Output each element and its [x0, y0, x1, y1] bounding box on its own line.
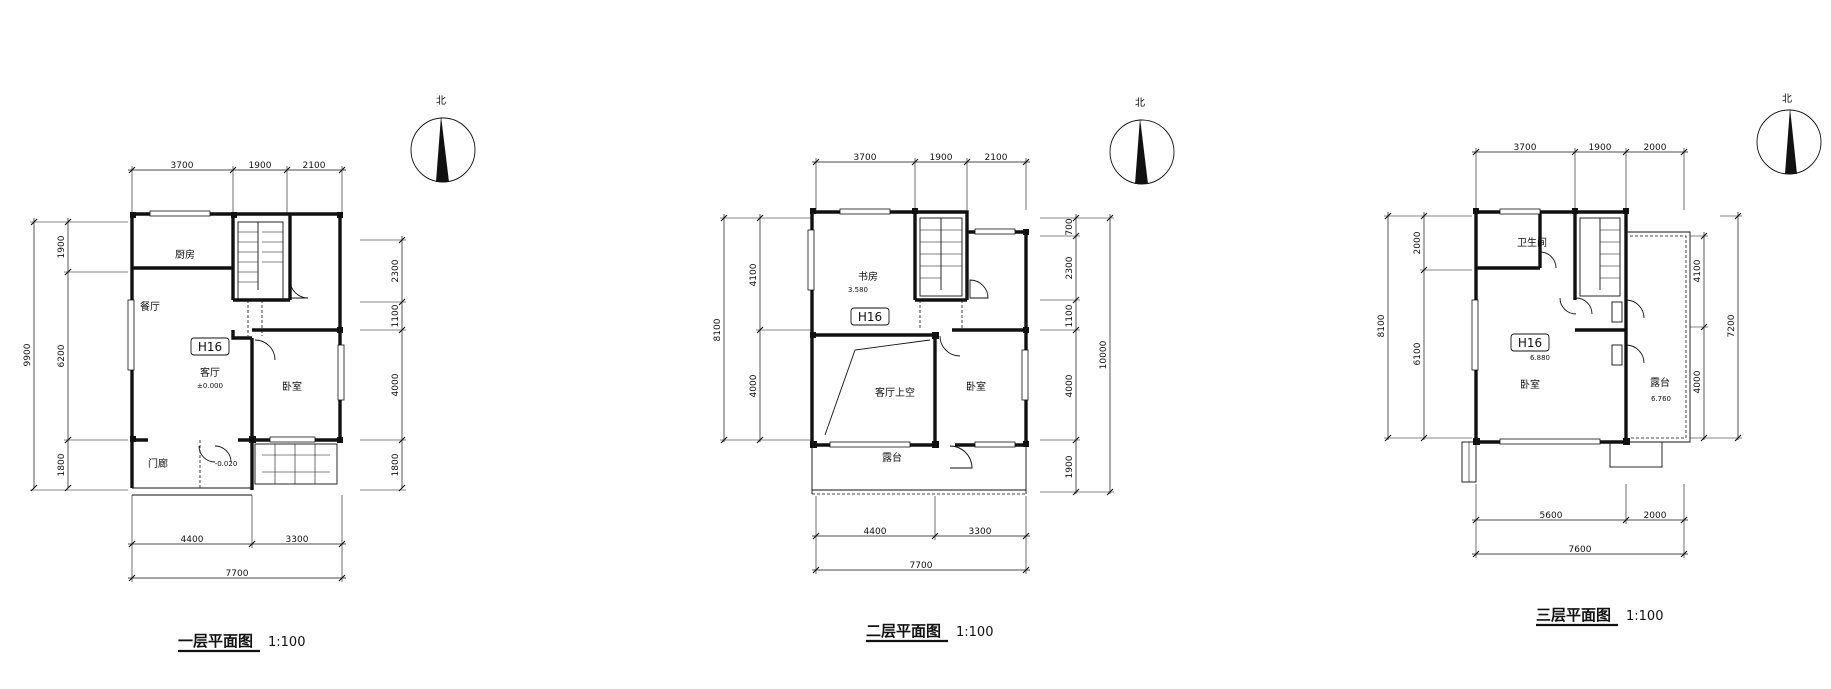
plan-title: 三层平面图: [1536, 606, 1611, 624]
dim-right-2: 1100: [391, 304, 401, 327]
plan-scale: 1:100: [956, 625, 993, 640]
dim-top-3: 2100: [985, 153, 1008, 163]
dim-bottom-total: 7600: [1569, 545, 1592, 555]
dim-bottom-2: 3300: [969, 527, 992, 537]
room-label-bedroom: 卧室: [966, 380, 986, 393]
dim-left-2: 6100: [1413, 342, 1423, 365]
level-mark: ±0.000: [197, 382, 223, 390]
bottom-dimension-chain: 4400 3300 7700: [128, 495, 346, 582]
unit-type-tag: H16: [858, 310, 882, 324]
plan-scale: 1:100: [268, 635, 305, 650]
dim-top-1: 3700: [854, 153, 877, 163]
room-label-porch: 门廊: [148, 457, 168, 470]
dim-bottom-total: 7700: [226, 569, 249, 579]
north-indicator: 北: [1756, 93, 1822, 175]
plan-third-floor: 北 3700 1900 2000: [1377, 93, 1822, 627]
room-label-terrace: 露台: [1650, 376, 1670, 389]
dim-left-1: 4100: [749, 263, 759, 286]
north-label: 北: [1135, 97, 1145, 109]
dim-right-2: 4000: [1693, 370, 1703, 393]
dim-right-total: 7200: [1727, 314, 1737, 337]
left-dimension-chain: 8100 4100 4000: [713, 214, 812, 444]
level-mark: 3.580: [848, 286, 868, 294]
dim-bottom-2: 2000: [1644, 511, 1667, 521]
dim-left-total: 8100: [1377, 314, 1387, 337]
walls: [807, 208, 1029, 495]
dim-right-2: 2300: [1065, 256, 1075, 279]
dim-top-1: 3700: [1514, 143, 1537, 153]
plan-title: 一层平面图: [178, 632, 253, 650]
dim-left-3: 1800: [57, 453, 67, 476]
dim-right-3: 4000: [391, 373, 401, 396]
room-label-study: 书房: [858, 270, 878, 283]
dim-bottom-total: 7700: [910, 561, 933, 571]
north-label: 北: [1782, 93, 1792, 105]
dim-right-3: 1100: [1065, 304, 1075, 327]
room-label-bedroom: 卧室: [1520, 378, 1540, 391]
top-dimension-chain: 3700 1900 2100: [128, 161, 346, 214]
north-label: 北: [436, 95, 446, 107]
dim-top-2: 1900: [1589, 143, 1612, 153]
top-dimension-chain: 3700 1900 2000: [1472, 143, 1688, 210]
left-dimension-chain: 9900 1900 6200 1800: [23, 218, 128, 492]
dim-top-3: 2100: [303, 161, 326, 171]
bottom-dimension-chain: 5600 2000 7600: [1472, 484, 1688, 558]
room-label-terrace: 露台: [882, 451, 902, 464]
north-indicator: 北: [410, 95, 476, 183]
walls: [127, 210, 345, 496]
level-mark: 6.880: [1530, 354, 1550, 362]
dim-bottom-1: 4400: [181, 535, 204, 545]
north-arrow-icon: [436, 116, 449, 182]
dim-right-1: 700: [1065, 218, 1075, 235]
right-dimension-chain: 2300 1100 4000 1800: [360, 236, 406, 492]
dim-top-1: 3700: [171, 161, 194, 171]
dim-right-total: 10000: [1099, 340, 1109, 369]
dim-left-1: 2000: [1413, 231, 1423, 254]
room-label-dining: 餐厅: [140, 300, 160, 313]
dim-left-1: 1900: [57, 235, 67, 258]
dim-right-4: 4000: [1065, 374, 1075, 397]
dim-bottom-2: 3300: [286, 535, 309, 545]
dim-left-total: 9900: [23, 343, 33, 366]
north-arrow-icon: [1135, 118, 1148, 184]
plan-first-floor: 北 3700 1900 2100: [23, 95, 476, 653]
dim-top-2: 1900: [930, 153, 953, 163]
top-dimension-chain: 3700 1900 2100: [812, 153, 1030, 210]
dim-bottom-1: 5600: [1540, 511, 1563, 521]
right-dimension-chain: 4100 4000 7200: [1690, 212, 1742, 442]
room-label-living: 客厅: [200, 366, 220, 379]
dim-right-1: 2300: [391, 259, 401, 282]
north-arrow-icon: [1785, 108, 1797, 174]
dim-bottom-1: 4400: [864, 527, 887, 537]
left-dimension-chain: 8100 2000 6100: [1377, 212, 1472, 442]
bottom-dimension-chain: 4400 3300 7700: [812, 496, 1030, 574]
room-label-bathroom: 卫生间: [1517, 236, 1547, 249]
dim-right-5: 1900: [1065, 455, 1075, 478]
level-mark: 6.760: [1651, 395, 1671, 403]
dim-top-2: 1900: [249, 161, 272, 171]
unit-type-tag: H16: [1518, 336, 1542, 350]
room-label-bedroom: 卧室: [282, 380, 302, 393]
unit-type-tag: H16: [198, 340, 222, 354]
dim-left-total: 8100: [713, 318, 723, 341]
dim-left-2: 6200: [57, 344, 67, 367]
plan-second-floor: 北 3700 1900 2100: [713, 97, 1175, 643]
dim-left-2: 4000: [749, 374, 759, 397]
right-dimension-chain: 700 2300 1100 4000 1900 10000: [1040, 214, 1114, 496]
dim-right-4: 1800: [391, 453, 401, 476]
room-label-living-void: 客厅上空: [875, 386, 915, 399]
dim-right-1: 4100: [1693, 259, 1703, 282]
north-indicator: 北: [1109, 97, 1175, 185]
walls: [1461, 208, 1691, 483]
dim-top-3: 2000: [1644, 143, 1667, 153]
room-label-kitchen: 厨房: [175, 248, 195, 261]
plan-scale: 1:100: [1626, 609, 1663, 624]
level-mark: -0.020: [215, 460, 238, 468]
plan-title: 二层平面图: [866, 622, 941, 640]
